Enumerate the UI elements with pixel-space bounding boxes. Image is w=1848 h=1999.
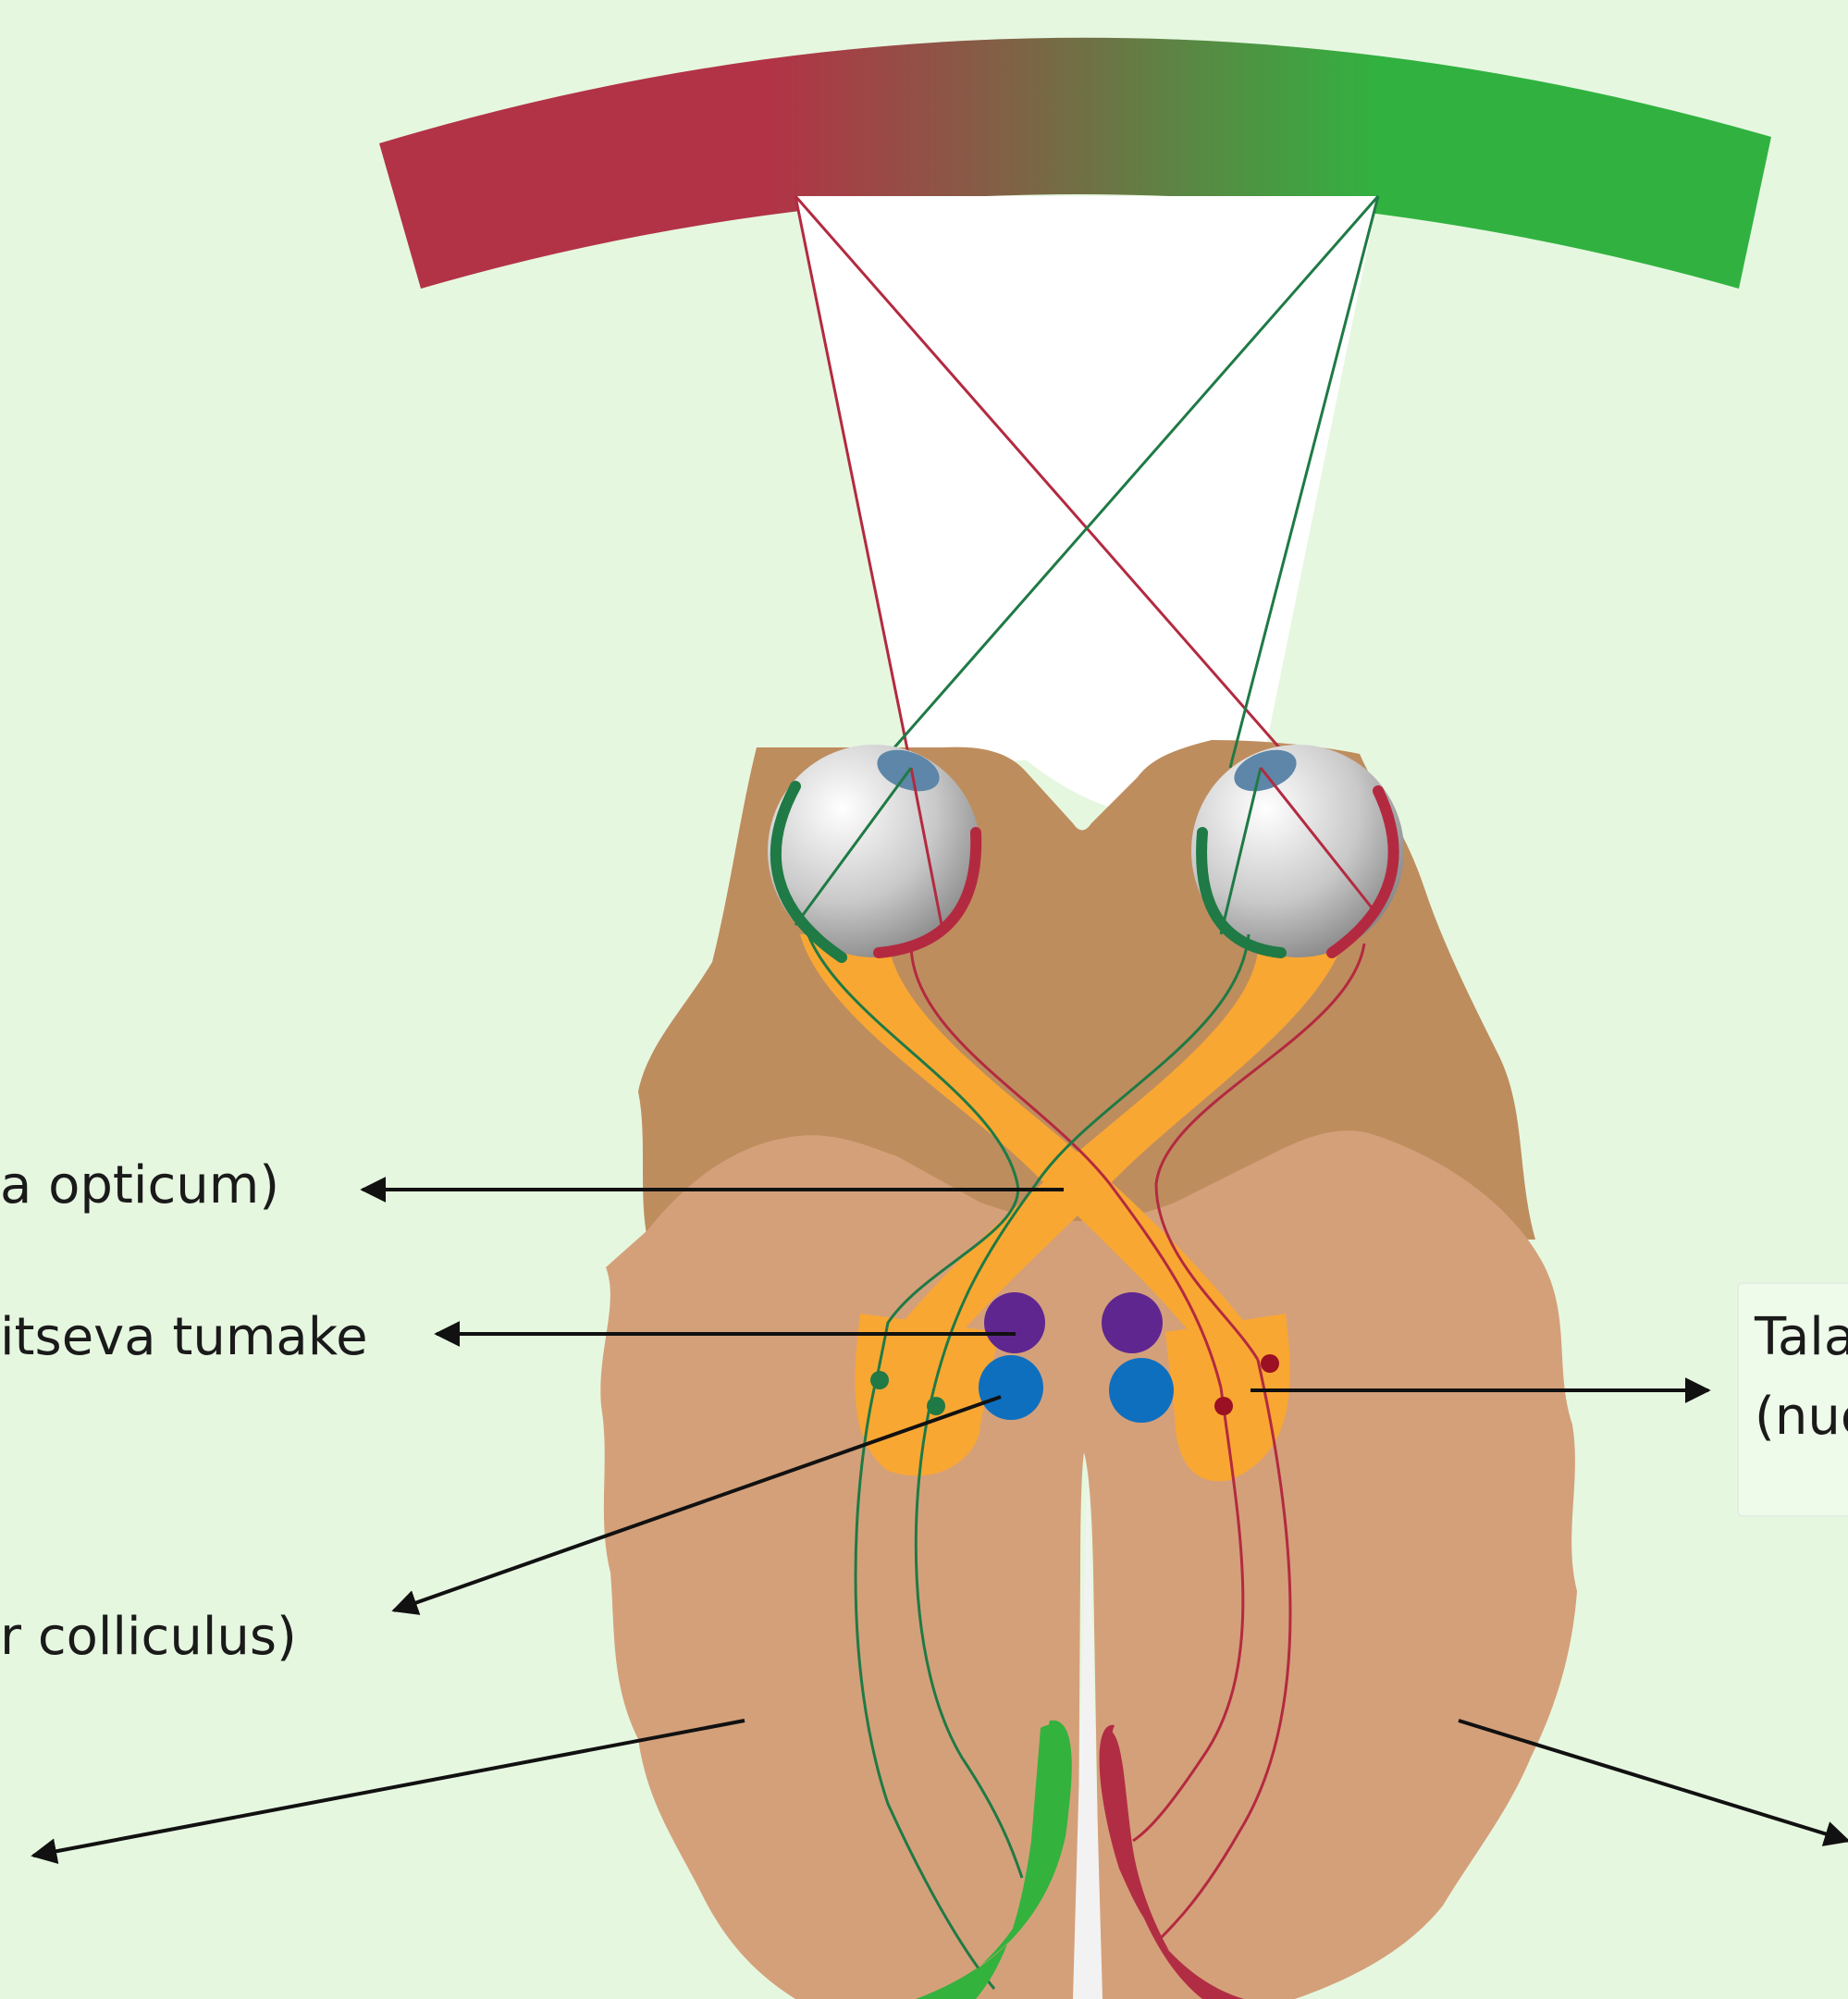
optic-chiasm-label: a opticum) [0, 1160, 279, 1212]
colliculus-label: r colliculus) [0, 1611, 297, 1663]
arrow-icon [33, 1721, 745, 1856]
view-cone [795, 196, 1378, 814]
nucleus-label: itseva tumake [0, 1312, 368, 1364]
thalamus-label-line2: (nuc [1755, 1391, 1848, 1443]
thalamus-label-line1: Tala [1755, 1312, 1848, 1364]
